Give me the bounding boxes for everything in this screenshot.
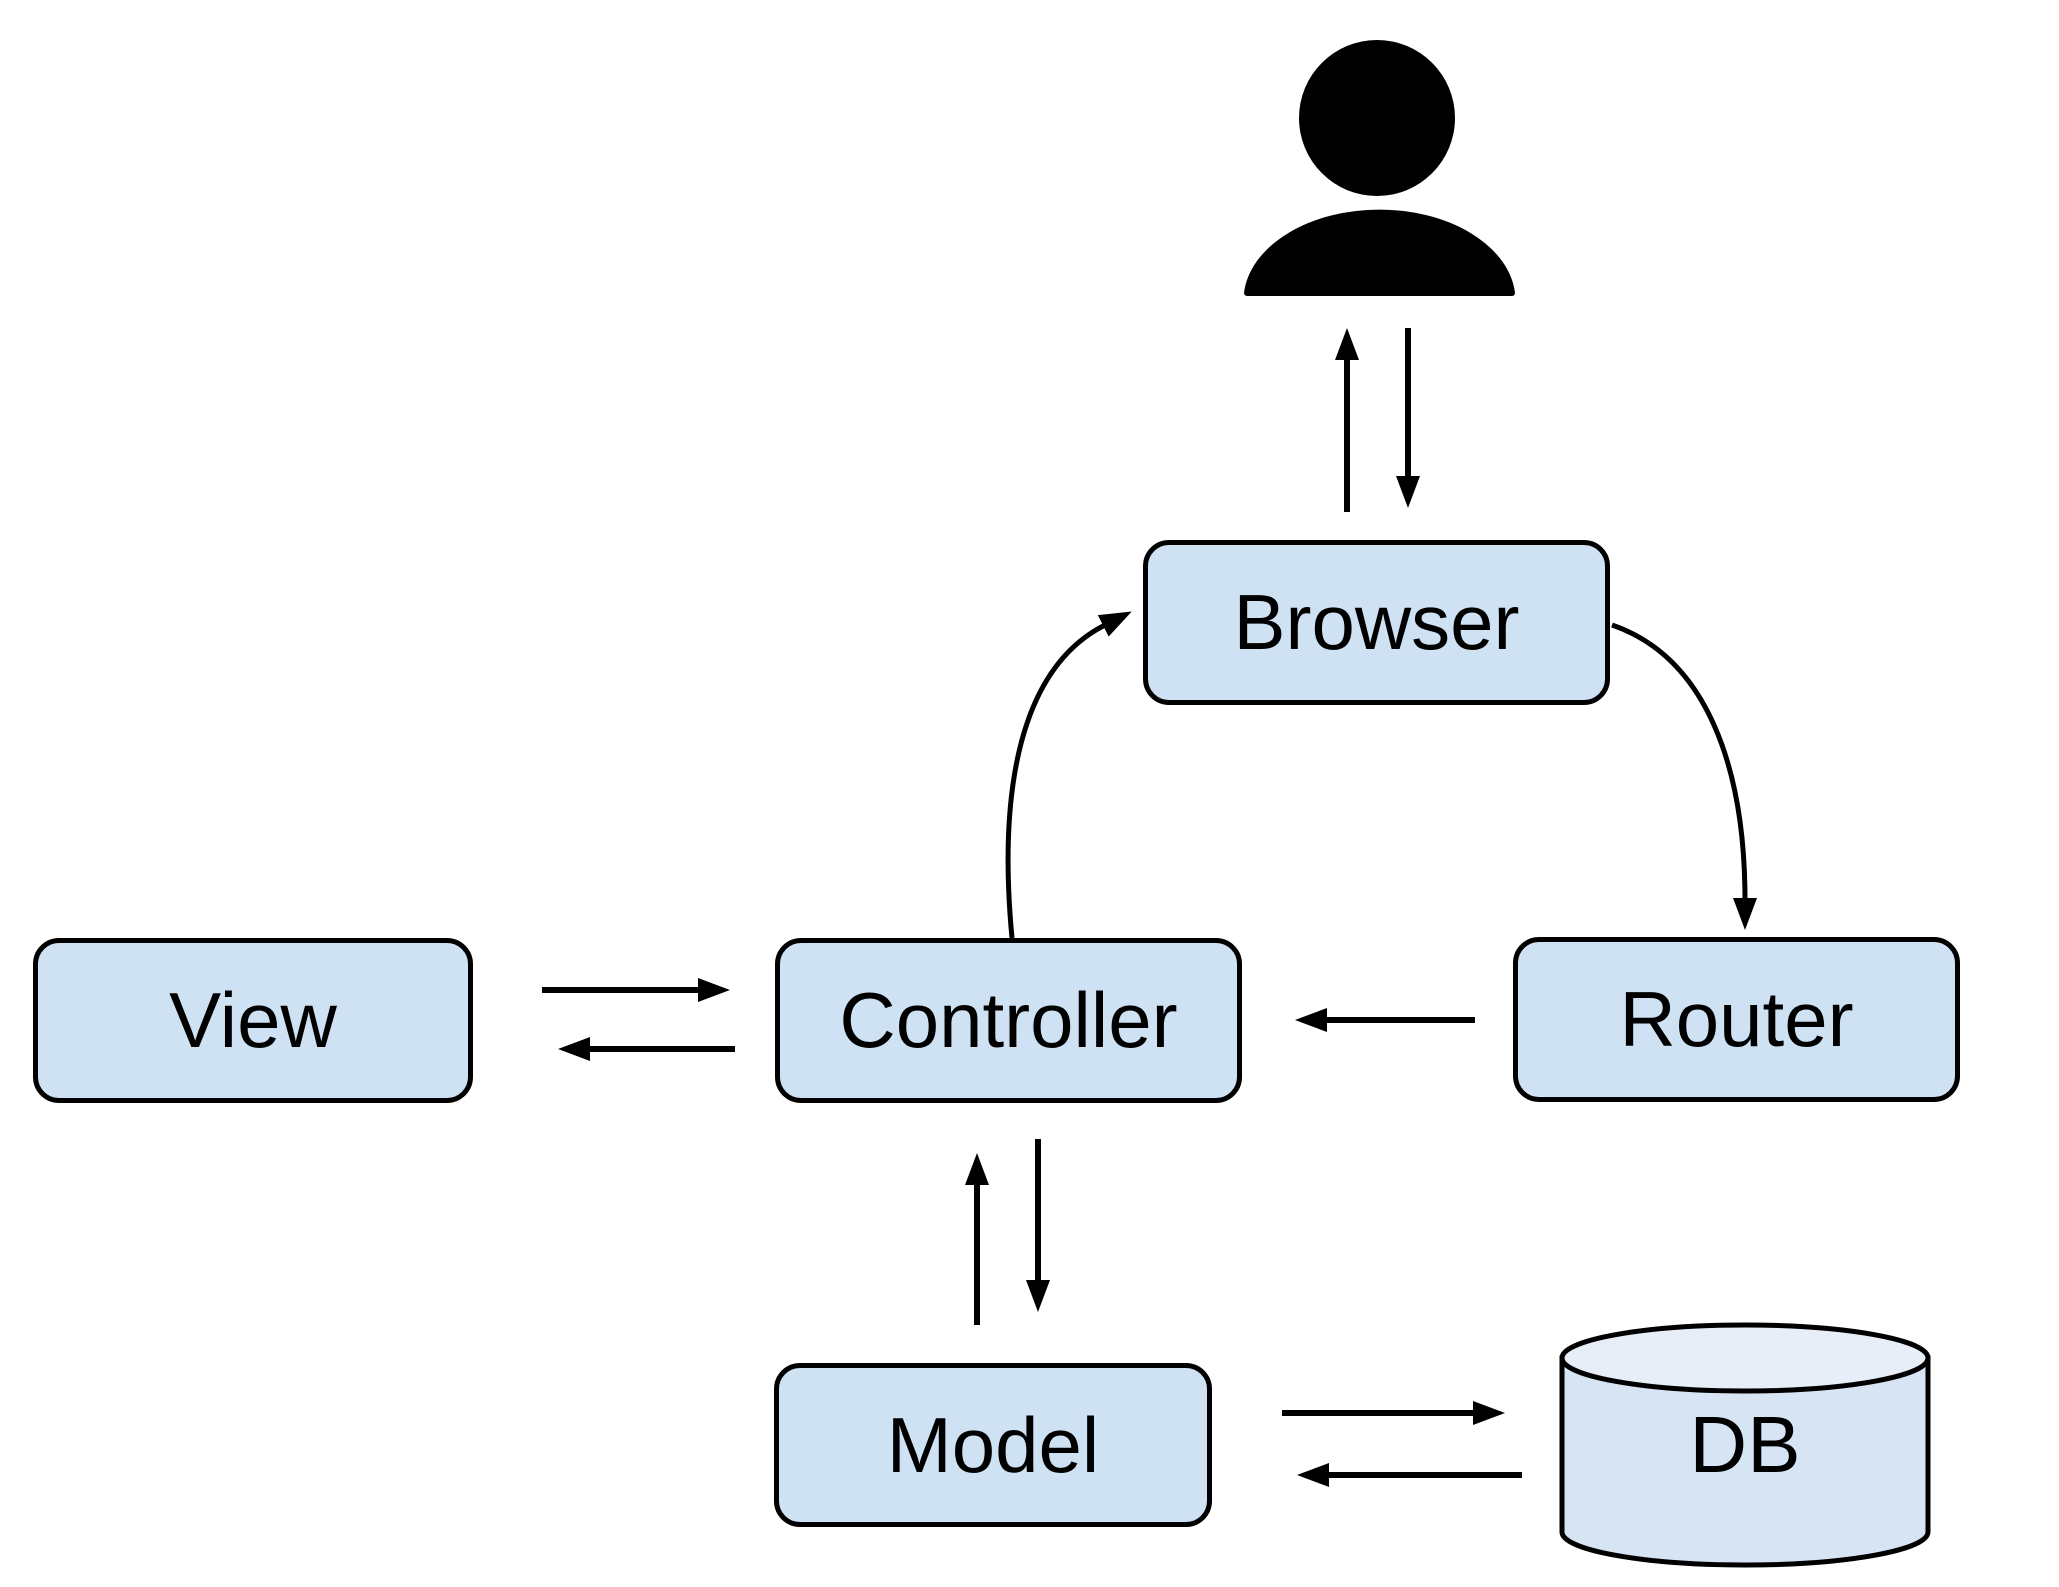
node-view: View	[33, 938, 473, 1103]
node-db-label: DB	[1689, 1400, 1801, 1489]
node-controller-label: Controller	[839, 976, 1178, 1064]
node-browser: Browser	[1143, 540, 1610, 705]
node-router-label: Router	[1619, 975, 1854, 1063]
database-cylinder	[1559, 1322, 1931, 1568]
arrow-browser-to-router	[1611, 622, 1757, 930]
node-router: Router	[1513, 937, 1960, 1102]
node-model: Model	[774, 1363, 1212, 1527]
node-db: DB	[1562, 1365, 1928, 1525]
node-controller: Controller	[775, 938, 1242, 1103]
node-browser-label: Browser	[1233, 578, 1520, 666]
arrow-controller-to-browser	[1005, 611, 1132, 939]
user-icon	[1244, 40, 1515, 296]
node-view-label: View	[169, 976, 337, 1064]
node-model-label: Model	[886, 1400, 1100, 1489]
